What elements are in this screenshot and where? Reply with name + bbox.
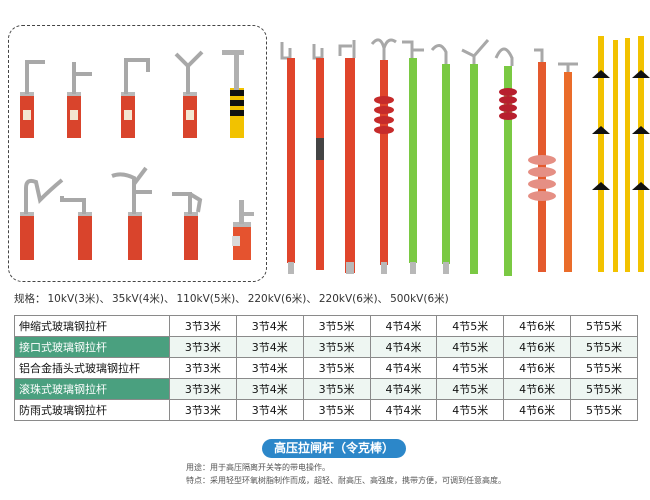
table-row: 铝合金插头式玻璃钢拉杆 3节3米 3节4米 3节5米 4节4米 4节5米 4节6…: [14, 357, 638, 379]
table-cell: 5节5米: [570, 336, 638, 358]
table-cell: 3节4米: [235, 378, 304, 400]
row-name: 铝合金插头式玻璃钢拉杆: [14, 357, 170, 379]
hook-head-4: [174, 50, 204, 138]
hook-head-1: [20, 60, 45, 138]
pole-red-1: [280, 42, 295, 274]
table-cell: 3节5米: [302, 399, 371, 421]
row-name: 滚珠式玻璃钢拉杆: [14, 378, 170, 400]
spec-item: 110kV(5米)、: [176, 293, 246, 305]
table-cell: 5节5米: [570, 378, 638, 400]
row-name: 伸缩式玻璃钢拉杆: [14, 315, 170, 337]
pole-green-3: [461, 39, 490, 274]
pole-green-2: [430, 44, 450, 274]
pole-green-1: [402, 40, 424, 274]
table-cell: 3节5米: [302, 336, 371, 358]
pole-red-3: [338, 40, 356, 274]
table-cell: 4节5米: [436, 336, 505, 358]
table-cell: 4节5米: [436, 315, 505, 337]
table-cell: 4节5米: [436, 399, 505, 421]
table-cell: 4节4米: [369, 399, 438, 421]
product-photo-area: [8, 25, 650, 282]
table-cell: 4节5米: [436, 357, 505, 379]
table-cell: 5节5米: [570, 315, 638, 337]
table-row: 防雨式玻璃钢拉杆 3节3米 3节4米 3节5米 4节4米 4节5米 4节6米 5…: [14, 399, 638, 421]
hook-heads-panel: [8, 25, 267, 282]
table-cell: 4节5米: [436, 378, 505, 400]
table-cell: 3节5米: [302, 315, 371, 337]
hook-head-9: [172, 192, 203, 260]
pole-red-4: [370, 38, 397, 274]
pole-yellow-4: [632, 36, 650, 272]
product-title-banner: 高压拉闸杆（令克棒）: [262, 439, 406, 458]
row-name: 接口式玻璃钢拉杆: [14, 336, 170, 358]
table-cell: 4节6米: [503, 378, 572, 400]
table-cell: 3节3米: [169, 315, 237, 337]
hook-head-7: [60, 196, 92, 260]
table-row: 滚珠式玻璃钢拉杆 3节3米 3节4米 3节5米 4节4米 4节5米 4节6米 5…: [14, 378, 638, 400]
table-cell: 3节3米: [169, 378, 237, 400]
table-cell: 3节4米: [235, 357, 304, 379]
pole-yellow-2: [613, 40, 618, 272]
table-cell: 3节3米: [169, 357, 237, 379]
product-illustration: [20, 36, 650, 276]
row-name: 防雨式玻璃钢拉杆: [14, 399, 170, 421]
table-row: 接口式玻璃钢拉杆 3节3米 3节4米 3节5米 4节4米 4节5米 4节6米 5…: [14, 336, 638, 358]
usage-text: 用途：用于高压隔离开关等的带电操作。: [186, 463, 330, 472]
pole-orange-2: [558, 62, 578, 272]
pole-yellow-1: [592, 36, 610, 272]
table-cell: 4节6米: [503, 399, 572, 421]
hook-head-10: [232, 200, 254, 260]
spec-item: 35kV(4米)、: [112, 293, 175, 305]
pole-red-2: [312, 44, 324, 270]
table-cell: 3节5米: [302, 357, 371, 379]
table-cell: 4节6米: [503, 357, 572, 379]
pole-yellow-3: [625, 38, 630, 272]
table-cell: 3节3米: [169, 336, 237, 358]
table-cell: 4节4米: [369, 378, 438, 400]
hook-head-6: [20, 178, 64, 260]
table-cell: 3节4米: [235, 315, 304, 337]
table-cell: 3节4米: [235, 336, 304, 358]
table-row: 伸缩式玻璃钢拉杆 3节3米 3节4米 3节5米 4节4米 4节5米 4节6米 5…: [14, 315, 638, 337]
spec-item: 10kV(3米)、: [47, 293, 111, 305]
table-cell: 3节4米: [235, 399, 304, 421]
pole-green-4: [494, 47, 517, 276]
table-cell: 4节4米: [369, 357, 438, 379]
table-cell: 4节6米: [503, 336, 572, 358]
spec-table: 伸缩式玻璃钢拉杆 3节3米 3节4米 3节5米 4节4米 4节5米 4节6米 5…: [14, 315, 638, 421]
features-text: 特点：采用轻型环氧树脂制作而成，超轻、耐高压、高强度，携带方便，可调到任意高度。: [186, 476, 506, 485]
spec-line: 规格：10kV(3米)、35kV(4米)、110kV(5米)、220kV(6米)…: [14, 291, 451, 306]
hook-head-3: [121, 58, 150, 138]
table-cell: 4节6米: [503, 315, 572, 337]
table-cell: 3节5米: [302, 378, 371, 400]
hook-head-8: [111, 166, 152, 260]
spec-item: 220kV(6米)、: [318, 293, 389, 305]
spec-item: 500kV(6米): [390, 293, 449, 305]
spec-label: 规格：: [14, 293, 46, 305]
hook-head-5: [222, 50, 244, 138]
table-cell: 5节5米: [570, 399, 638, 421]
table-cell: 4节4米: [369, 315, 438, 337]
spec-item: 220kV(6米)、: [247, 293, 317, 305]
table-cell: 3节3米: [169, 399, 237, 421]
table-cell: 5节5米: [570, 357, 638, 379]
hook-head-2: [67, 62, 92, 138]
table-cell: 4节4米: [369, 336, 438, 358]
pole-orange-1: [528, 48, 556, 272]
